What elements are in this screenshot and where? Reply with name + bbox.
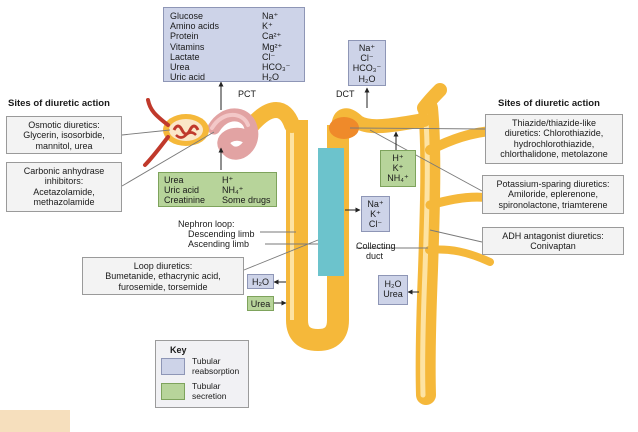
- descending-limb-label: Descending limb: [188, 229, 255, 239]
- note-line: Amiloride, eplerenone,: [507, 189, 599, 200]
- afferent-arteriole: [146, 98, 170, 127]
- pct-reab-ion: H₂O: [262, 72, 279, 83]
- pct-reab-item: Lactate: [170, 51, 200, 62]
- ascending-reab-item: Cl⁻: [368, 219, 383, 230]
- ascending-limb: [318, 148, 344, 276]
- left-heading: Sites of diuretic action: [8, 98, 110, 109]
- pct-secr-item: Urea: [164, 175, 184, 185]
- key-title: Key: [170, 345, 187, 355]
- dct-secr-item: K⁺: [392, 163, 404, 174]
- carbonic-anhydrase-note: Carbonic anhydrase inhibitors: Acetazola…: [6, 162, 122, 212]
- ascending-reab-item: K⁺: [370, 209, 381, 220]
- collecting-duct-label-line1: Collecting: [356, 241, 396, 251]
- note-line: Osmotic diuretics:: [28, 120, 100, 130]
- corner-tab: [0, 410, 70, 432]
- efferent-arteriole: [143, 135, 170, 167]
- note-line: Loop diuretics:: [133, 261, 193, 271]
- note-line: Conivaptan: [530, 241, 576, 252]
- leader-lines: [121, 127, 486, 271]
- pct-reab-item: Vitamins: [170, 41, 205, 52]
- pct-reab-ion: K⁺: [262, 21, 273, 32]
- pct-reab-item: Uric acid: [170, 72, 206, 83]
- pct-secr-item: H⁺: [222, 175, 234, 185]
- note-line: Bumetanide, ethacrynic acid,: [105, 271, 221, 282]
- pct-secr-item: Uric acid: [164, 185, 200, 196]
- pct-reab-ion: Cl⁻: [262, 51, 276, 62]
- pct-reab-ion: Ca²⁺: [262, 31, 282, 42]
- dct-reab-item: Na⁺: [358, 43, 376, 53]
- dct-reab-item: Cl⁻: [360, 53, 374, 64]
- dct-reab-item: HCO₃⁻: [352, 63, 382, 74]
- adh-antagonist-note: ADH antagonist diuretics: Conivaptan: [482, 227, 624, 255]
- note-line: Potassium-sparing diuretics:: [496, 179, 610, 189]
- nephron-loop-label: Nephron loop:: [178, 219, 235, 229]
- osmotic-diuretics-note: Osmotic diuretics: Glycerin, isosorbide,…: [6, 116, 122, 154]
- dct-segment: [329, 117, 359, 139]
- collecting-reab-item: Urea: [383, 289, 403, 300]
- pct-secr-item: Some drugs: [222, 195, 271, 206]
- pct-secretion-box: Urea Uric acid Creatinine H⁺ NH₄⁺ Some d…: [158, 172, 277, 207]
- ascending-reabsorption-box: Na⁺ K⁺ Cl⁻: [361, 196, 390, 232]
- glomerulus: [143, 98, 209, 167]
- loop-h2o-box: H₂O: [247, 274, 274, 289]
- dct: [329, 108, 431, 139]
- dct-secretion-box: H⁺ K⁺ NH₄⁺: [380, 150, 416, 187]
- note-line: methazolamide: [33, 197, 95, 208]
- note-line: inhibitors:: [44, 176, 84, 187]
- pct-secr-item: Creatinine: [164, 195, 206, 206]
- nephron-loop: [286, 120, 349, 352]
- pct-secr-item: NH₄⁺: [222, 185, 244, 196]
- note-line: furosemide, torsemide: [118, 281, 208, 292]
- pct-tubule: [207, 102, 300, 160]
- note-line: Glycerin, isosorbide,: [23, 130, 105, 141]
- collecting-duct: [415, 83, 505, 405]
- note-line: Carbonic anhydrase: [23, 166, 105, 176]
- pct-label: PCT: [238, 89, 256, 99]
- dct-secr-item: NH₄⁺: [387, 173, 409, 184]
- dct-secr-item: H⁺: [392, 153, 404, 163]
- thiazide-diuretics-note: Thiazide/thiazide-like diuretics: Chloro…: [485, 114, 623, 164]
- note-line: chlorthalidone, metolazone: [500, 149, 608, 160]
- ascending-limb-label: Ascending limb: [188, 239, 250, 249]
- pct-reab-item: Amino acids: [170, 21, 220, 32]
- pct-reab-ion: HCO₃⁻: [262, 62, 291, 73]
- note-line: ADH antagonist diuretics:: [502, 231, 604, 241]
- dct-reab-item: H₂O: [358, 73, 376, 84]
- pct-reab-ion: Na⁺: [262, 11, 279, 21]
- note-line: Acetazolamide,: [33, 186, 95, 197]
- collecting-duct-label: Collecting duct: [356, 241, 396, 261]
- pct-reabsorption-box: Glucose Amino acids Protein Vitamins Lac…: [163, 7, 305, 82]
- collecting-duct-label-line2: duct: [366, 251, 384, 261]
- pct-reab-ion: Mg²⁺: [262, 41, 283, 52]
- pct-reab-item: Urea: [170, 62, 190, 73]
- ascending-reab-item: Na⁺: [367, 199, 384, 209]
- legend-key: Key Tubular reabsorption Tubular secreti…: [155, 340, 249, 408]
- note-line: diuretics: Chlorothiazide,: [504, 128, 604, 139]
- note-line: hydrochlorothiazide,: [513, 138, 595, 149]
- reabsorption-key-label: Tubular reabsorption: [192, 356, 240, 376]
- pct-reab-item: Glucose: [170, 11, 204, 21]
- collecting-reabsorption-box: H₂O Urea: [378, 275, 408, 305]
- loop-diuretics-note: Loop diuretics: Bumetanide, ethacrynic a…: [82, 257, 244, 295]
- collecting-reab-item: H₂O: [384, 279, 402, 289]
- dct-label: DCT: [336, 89, 355, 99]
- potassium-sparing-note: Potassium-sparing diuretics: Amiloride, …: [482, 175, 624, 214]
- loop-urea-box: Urea: [247, 296, 274, 311]
- dct-reabsorption-box: Na⁺ Cl⁻ HCO₃⁻ H₂O: [348, 40, 386, 86]
- reabsorption-swatch: [161, 358, 185, 375]
- secretion-swatch: [161, 383, 185, 400]
- secretion-key-label: Tubular secretion: [192, 381, 227, 401]
- right-heading: Sites of diuretic action: [498, 98, 600, 109]
- pct-reab-item: Protein: [170, 31, 199, 42]
- note-line: Thiazide/thiazide-like: [511, 118, 597, 128]
- note-line: mannitol, urea: [35, 140, 93, 151]
- note-line: spironolactone, triamterene: [498, 199, 608, 210]
